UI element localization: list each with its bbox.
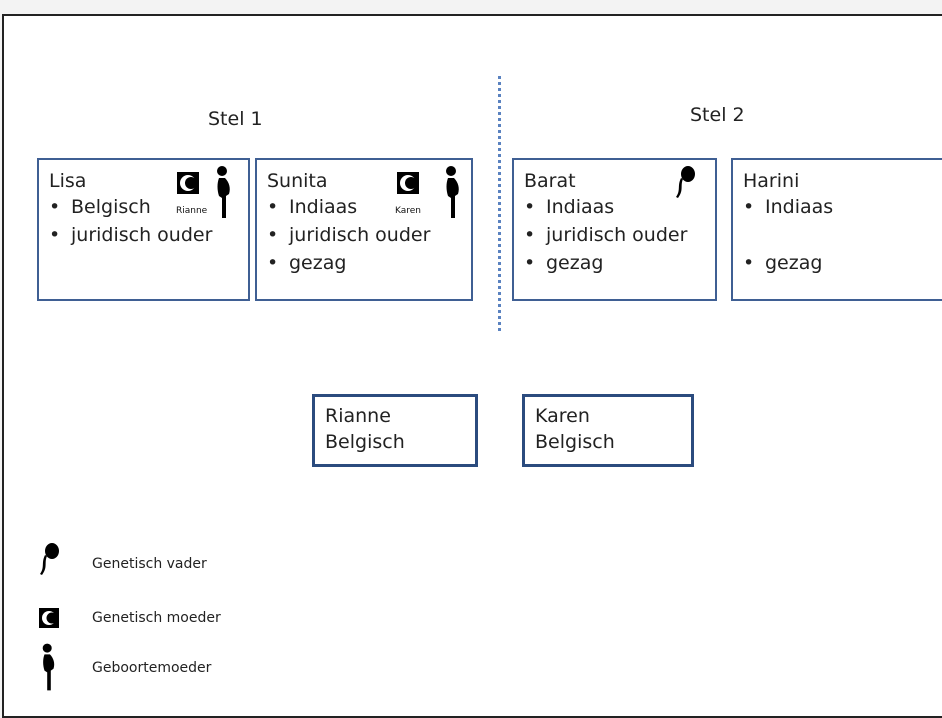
parent-name: Lisa [49,170,87,192]
legend-label: Genetisch vader [92,556,207,572]
pregnant-woman-icon [40,642,58,696]
egg-caption: Rianne [176,206,208,216]
list-item: •juridisch ouder [49,224,213,246]
child-nationality: Belgisch [325,431,405,453]
parent-name: Sunita [267,170,328,192]
pregnant-woman-icon [443,166,463,222]
child-name: Rianne [325,405,391,427]
list-item: •juridisch ouder [524,224,688,246]
child-name: Karen [535,405,590,427]
egg-caption: Karen [395,206,422,216]
list-item: •Belgisch [49,196,151,218]
list-item: •gezag [524,252,604,274]
group-title-stel-2: Stel 2 [690,104,745,126]
parent-name: Barat [524,170,576,192]
list-item: •Indiaas [743,196,834,218]
list-item: •juridisch ouder [267,224,431,246]
parent-card-lisa: Lisa •Belgisch •juridisch ouder Rianne [37,158,250,301]
egg-icon [397,172,419,198]
legend-label: Geboortemoeder [92,660,212,676]
egg-icon [177,172,199,198]
sperm-icon [38,542,60,582]
child-card-karen: Karen Belgisch [522,394,694,467]
list-item: •gezag [267,252,347,274]
parent-card-sunita: Sunita •Indiaas •juridisch ouder •gezag … [255,158,473,301]
sperm-icon [674,166,696,204]
couple-divider [498,76,501,331]
parent-card-harini: Harini •Indiaas •gezag [731,158,942,301]
slide: Stel 1 Stel 2 Lisa •Belgisch •juridisch … [2,14,942,718]
group-title-stel-1: Stel 1 [208,108,263,130]
pregnant-woman-icon [214,166,234,222]
list-item: •Indiaas [267,196,358,218]
legend-label: Genetisch moeder [92,610,221,626]
parent-card-barat: Barat •Indiaas •juridisch ouder •gezag [512,158,717,301]
egg-icon [39,608,59,632]
parent-name: Harini [743,170,800,192]
list-item: •Indiaas [524,196,615,218]
child-card-rianne: Rianne Belgisch [312,394,478,467]
list-item: •gezag [743,252,823,274]
child-nationality: Belgisch [535,431,615,453]
